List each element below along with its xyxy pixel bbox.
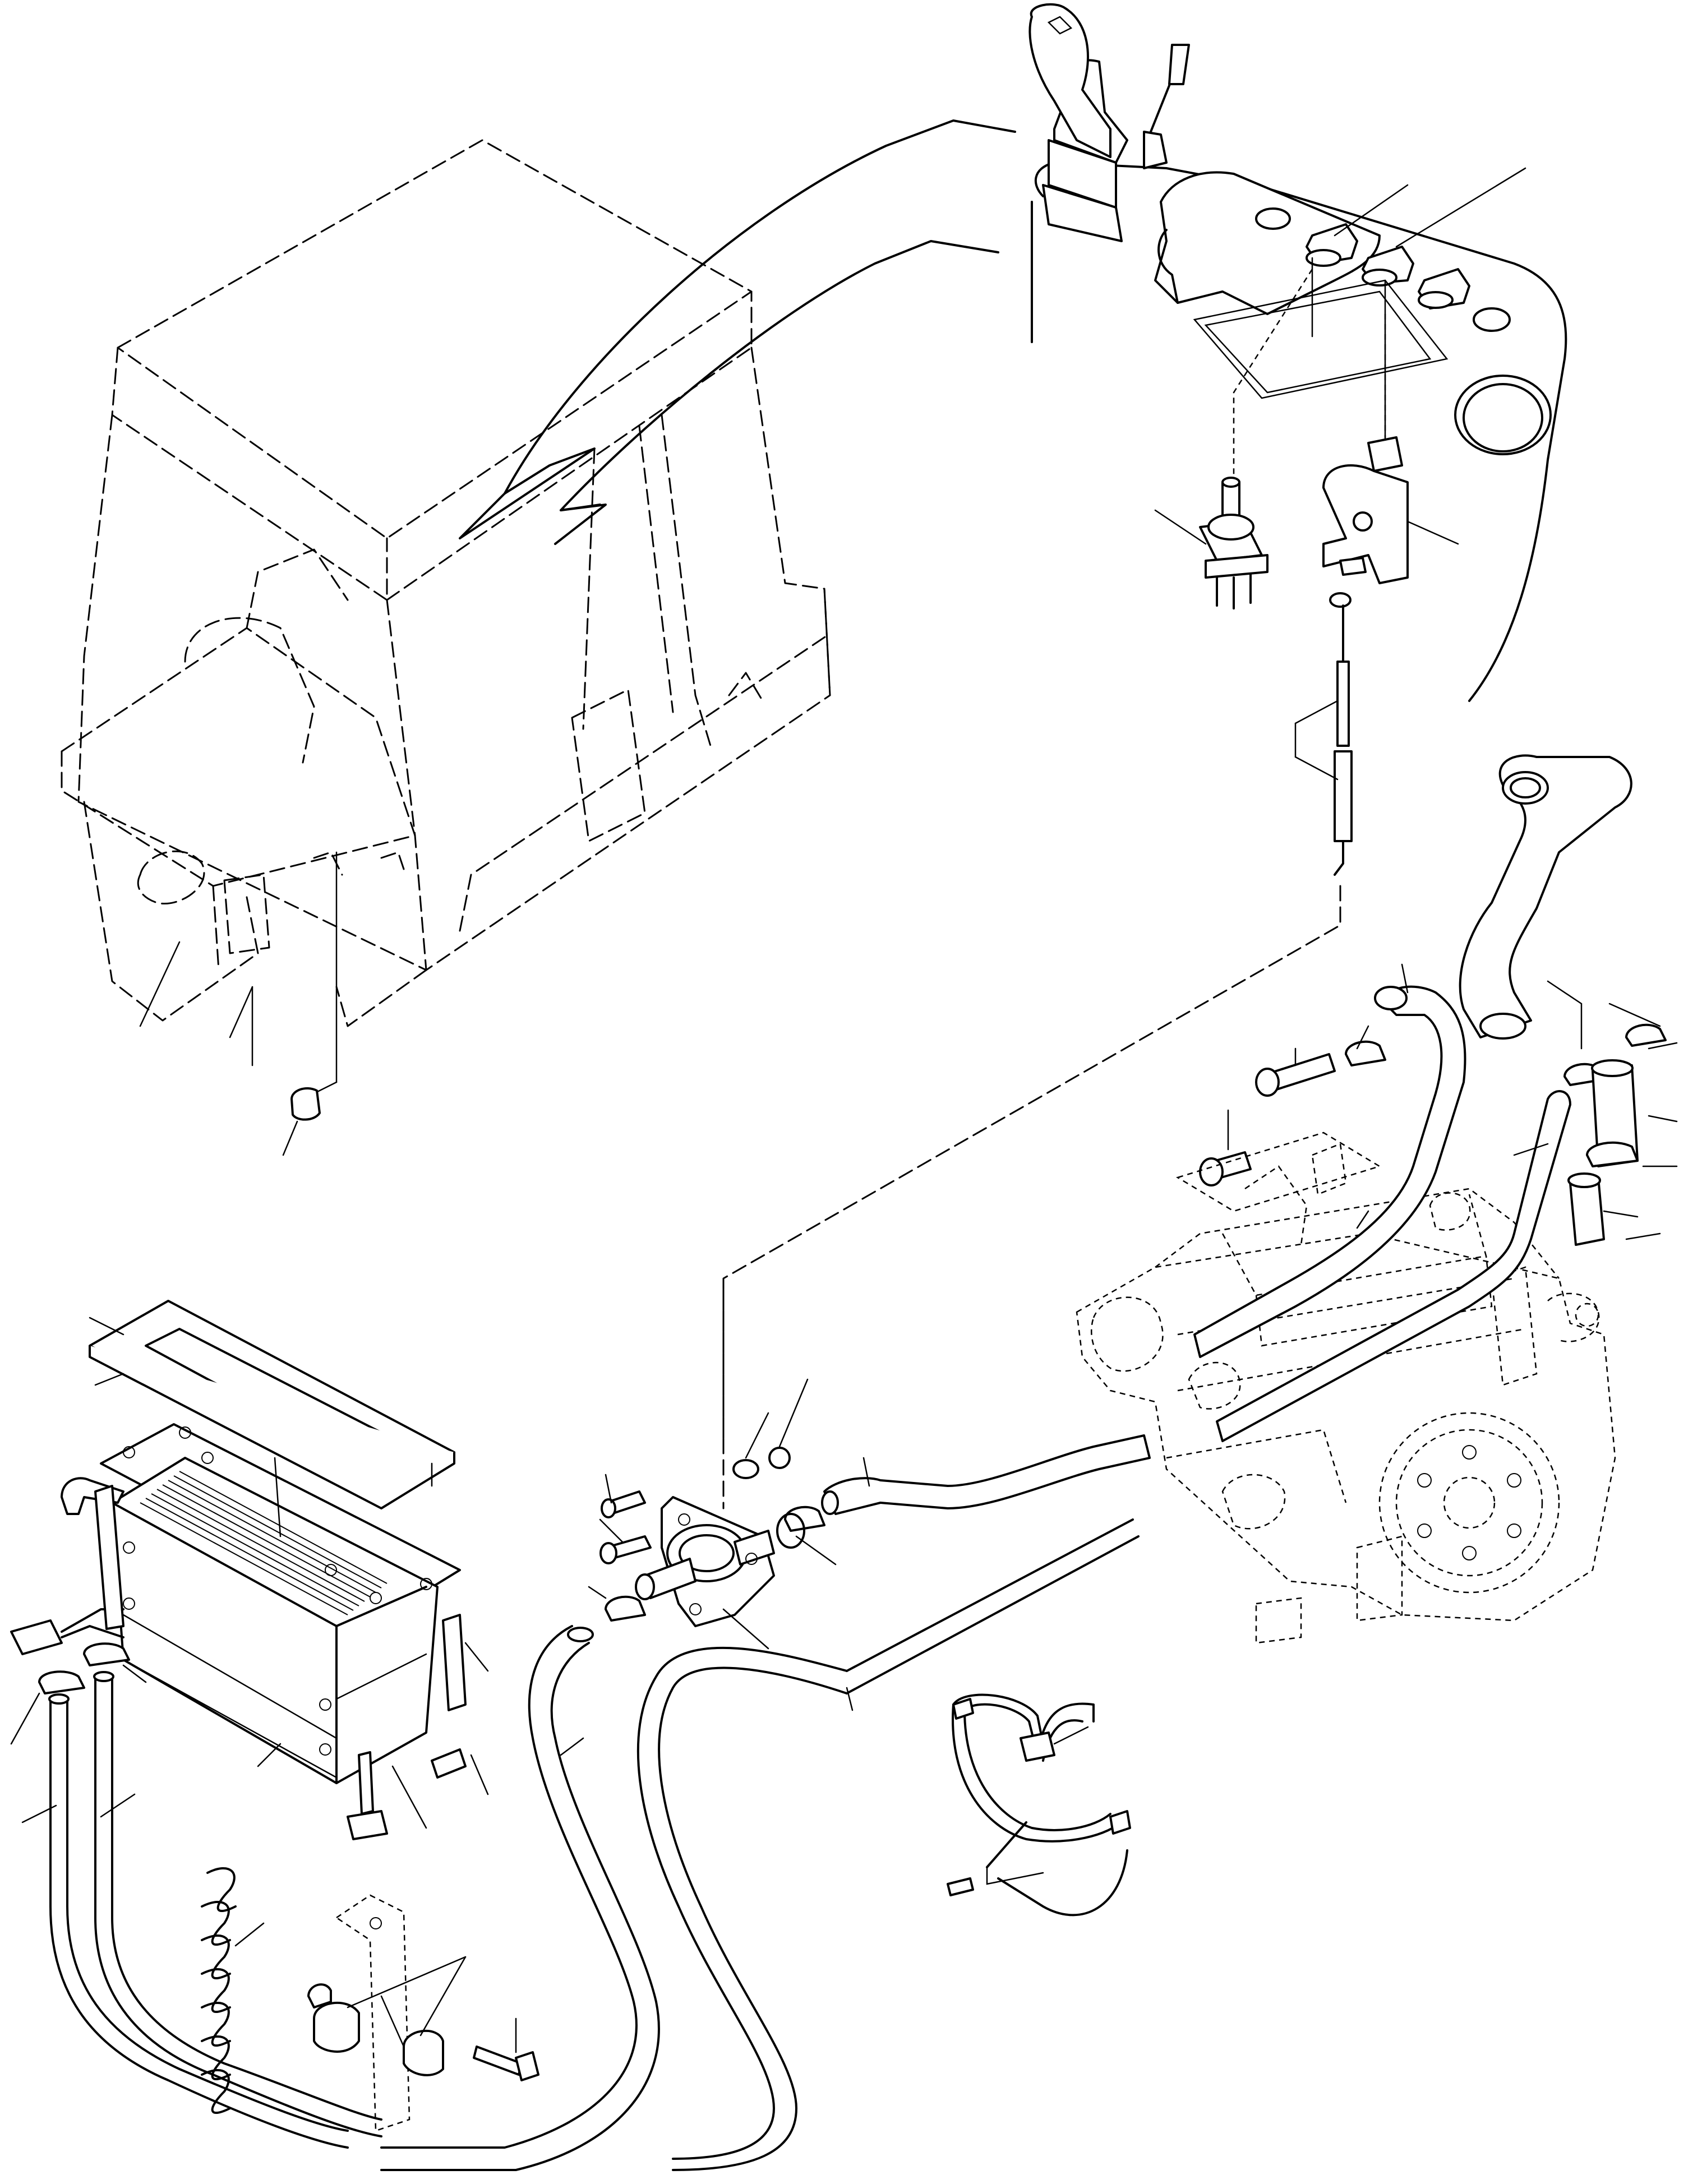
- engine-fittings: [1175, 754, 1678, 1442]
- water-valve: [588, 1289, 837, 1650]
- leader-lines: [1356, 1210, 1661, 1240]
- cab-outline: [61, 139, 831, 1156]
- location-arrows: [459, 119, 1016, 545]
- mounting-bracket: [201, 1474, 646, 2132]
- cable-ties: [947, 1693, 1131, 1917]
- water-valve-control: [1322, 314, 1459, 584]
- joystick-control-console: [1028, 3, 1567, 702]
- heater-switch: [1154, 477, 1269, 610]
- heater-unit: [10, 1300, 489, 1840]
